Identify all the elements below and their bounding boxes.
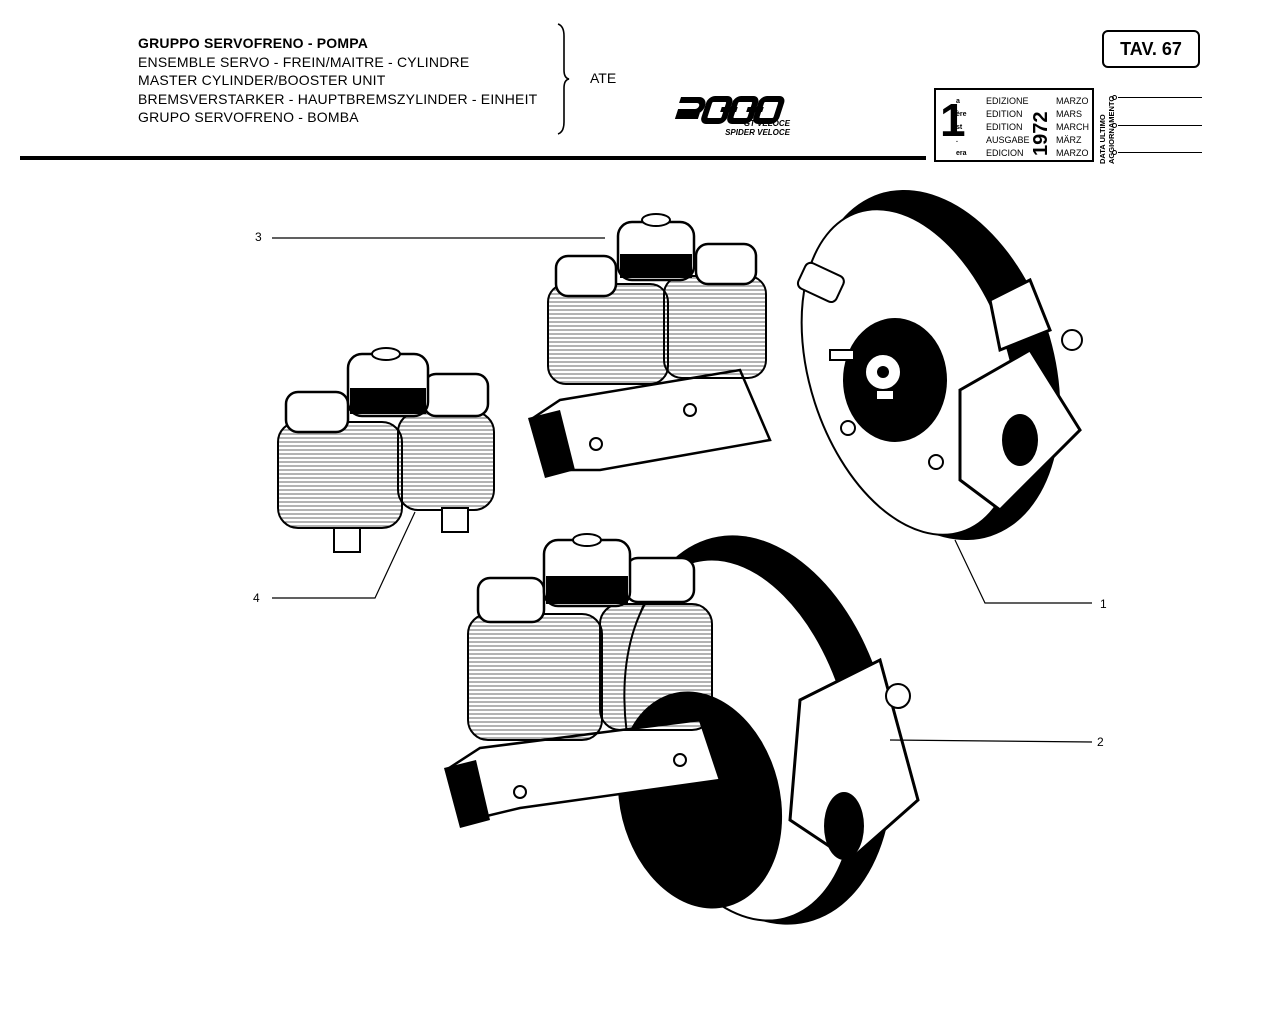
- callout-1: 1: [1100, 597, 1107, 611]
- edition-suffix: .: [956, 137, 958, 144]
- title-block: GRUPPO SERVOFRENO - POMPA ENSEMBLE SERVO…: [138, 34, 537, 127]
- edition-number: 1: [940, 94, 966, 146]
- edition-months: MARZO MARS MARCH MÄRZ MARZO: [1056, 95, 1089, 160]
- edition-year: 1972: [1030, 112, 1050, 157]
- update-line: [1118, 152, 1202, 153]
- edition-word: EDITION: [986, 122, 1023, 132]
- brake-booster-part-1: [796, 189, 1083, 541]
- edition-box: 1 a ère st . era EDIZIONE EDITION EDITIO…: [934, 88, 1094, 162]
- reservoir-part-4: [277, 347, 495, 553]
- edition-suffix: st: [956, 124, 963, 131]
- leader-lines: [272, 237, 1093, 743]
- header-rule: [20, 156, 926, 160]
- callout-3: 3: [255, 230, 262, 244]
- edition-suffix: era: [956, 150, 967, 157]
- brace-icon: [557, 23, 570, 135]
- edition-suffix: ère: [956, 111, 967, 118]
- table-reference-box: TAV. 67: [1102, 30, 1200, 68]
- title-french: ENSEMBLE SERVO - FREIN/MAITRE - CYLINDRE: [138, 53, 470, 70]
- last-update-label-line1: DATA ULTIMO: [1098, 114, 1107, 164]
- update-line: [1118, 97, 1202, 98]
- title-spanish: GRUPO SERVOFRENO - BOMBA: [138, 109, 359, 126]
- edition-suffix: a: [956, 98, 960, 105]
- logo-2000: [674, 96, 785, 124]
- edition-word: EDITION: [986, 109, 1023, 119]
- callout-4: 4: [253, 591, 260, 605]
- edition-word: AUSGABE: [986, 135, 1030, 145]
- title-english: MASTER CYLINDER/BOOSTER UNIT: [138, 72, 386, 89]
- update-line: [1118, 125, 1202, 126]
- last-update-label: DATA ULTIMO AGGIORNAMENTO: [1098, 96, 1116, 164]
- edition-word: EDICION: [986, 148, 1024, 158]
- update-marker-icon: [1112, 150, 1117, 155]
- last-update-label-line2: AGGIORNAMENTO: [1107, 96, 1116, 164]
- edition-month: MARCH: [1056, 122, 1089, 132]
- title-italian: GRUPPO SERVOFRENO - POMPA: [138, 35, 369, 51]
- leader-line-2: [889, 739, 1093, 743]
- booster-unit-part-2: [444, 533, 920, 925]
- master-cylinder-part-3: [528, 213, 772, 478]
- update-marker-icon: [1112, 123, 1117, 128]
- leader-line-4: [272, 511, 416, 599]
- callout-2: 2: [1097, 735, 1104, 749]
- update-marker-icon: [1112, 95, 1117, 100]
- edition-word: EDIZIONE: [986, 96, 1029, 106]
- edition-month: MARZO: [1056, 148, 1089, 158]
- logo-subtitle: GT VELOCE SPIDER VELOCE: [706, 119, 790, 137]
- logo-sub-line2: SPIDER VELOCE: [725, 127, 790, 137]
- edition-month: MARS: [1056, 109, 1083, 119]
- edition-suffixes: a ère st . era: [956, 95, 967, 160]
- edition-month: MÄRZ: [1056, 135, 1082, 145]
- edition-year-text: 1972: [1030, 112, 1050, 157]
- edition-month: MARZO: [1056, 96, 1089, 106]
- edition-words: EDIZIONE EDITION EDITION AUSGABE EDICION: [986, 95, 1030, 160]
- logo-sub-line1: GT VELOCE: [743, 119, 790, 128]
- title-german: BREMSVERSTARKER - HAUPTBREMSZYLINDER - E…: [138, 90, 538, 107]
- supplier-label: ATE: [590, 70, 617, 86]
- leader-line-1: [954, 539, 1092, 604]
